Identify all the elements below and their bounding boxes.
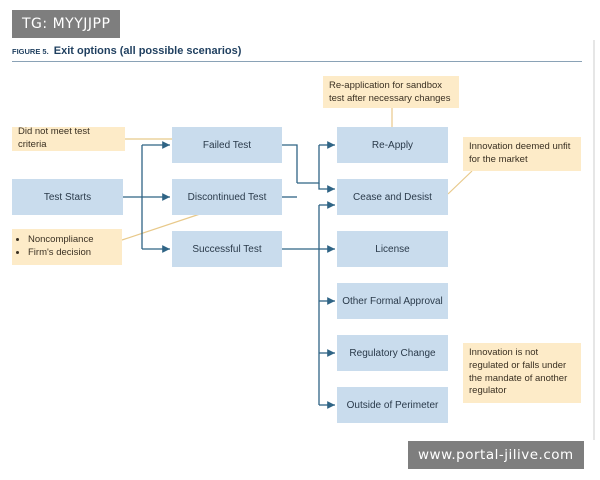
leader-cease-note: [447, 170, 473, 195]
failed-test-box: Failed Test: [172, 127, 282, 163]
exit-box-license: License: [337, 231, 448, 267]
discontinued-reasons-list: Noncompliance Firm's decision: [18, 234, 116, 260]
exit-box-regulatory-change: Regulatory Change: [337, 335, 448, 371]
exit-box-cease-and-desist: Cease and Desist: [337, 179, 448, 215]
successful-test-label: Successful Test: [192, 243, 262, 255]
arrow-to-cease: [318, 183, 335, 193]
watermark-top-left: TG: MYYJJPP: [12, 10, 121, 38]
discontinued-test-box: Discontinued Test: [172, 179, 282, 215]
page-edge-rule: [593, 40, 595, 440]
exit-label-cease-and-desist: Cease and Desist: [353, 191, 432, 203]
exit-label-other-formal-approval: Other Formal Approval: [342, 295, 443, 307]
figure-title: FIGURE 5. Exit options (all possible sce…: [12, 45, 241, 57]
exit-label-reapply: Re-Apply: [371, 139, 414, 151]
connector-failed-branch: [297, 145, 320, 184]
discontinued-test-label: Discontinued Test: [187, 191, 267, 203]
exit-label-license: License: [375, 243, 410, 255]
exit-box-reapply: Re-Apply: [337, 127, 448, 163]
reason-item: Noncompliance: [28, 234, 116, 247]
exit-label-outside-of-perimeter: Outside of Perimeter: [346, 399, 439, 411]
figure-label: FIGURE 5.: [12, 47, 49, 56]
note-cease-text: Innovation deemed unfit for the market: [469, 141, 571, 165]
exit-box-other-formal-approval: Other Formal Approval: [337, 283, 448, 319]
note-leader-lines: [121, 108, 473, 241]
successful-test-box: Successful Test: [172, 231, 282, 267]
test-starts-label: Test Starts: [43, 191, 92, 203]
test-starts-box: Test Starts: [12, 179, 123, 215]
note-reapply-text: Re-application for sandbox test after ne…: [329, 80, 451, 104]
title-rule: [12, 61, 582, 62]
note-discontinued-reasons: Noncompliance Firm's decision: [12, 229, 122, 265]
flow-connectors: [123, 141, 335, 409]
note-perimeter: Innovation is not regulated or falls und…: [463, 343, 581, 403]
note-reapply: Re-application for sandbox test after ne…: [323, 76, 459, 108]
note-failed-reason-text: Did not meet test criteria: [18, 126, 90, 150]
connector-failed-out: [282, 144, 298, 183]
exit-box-outside-of-perimeter: Outside of Perimeter: [337, 387, 448, 423]
exit-label-regulatory-change: Regulatory Change: [349, 347, 436, 359]
leader-discontinued-reason: [121, 213, 201, 241]
note-perimeter-text: Innovation is not regulated or falls und…: [469, 347, 568, 397]
reason-item: Firm's decision: [28, 247, 116, 260]
figure-title-text: Exit options (all possible scenarios): [53, 45, 242, 57]
failed-test-label: Failed Test: [202, 139, 252, 151]
watermark-bottom-right: www.portal-jilive.com: [408, 441, 584, 469]
note-failed-reason: Did not meet test criteria: [12, 126, 125, 151]
note-cease: Innovation deemed unfit for the market: [463, 137, 581, 171]
